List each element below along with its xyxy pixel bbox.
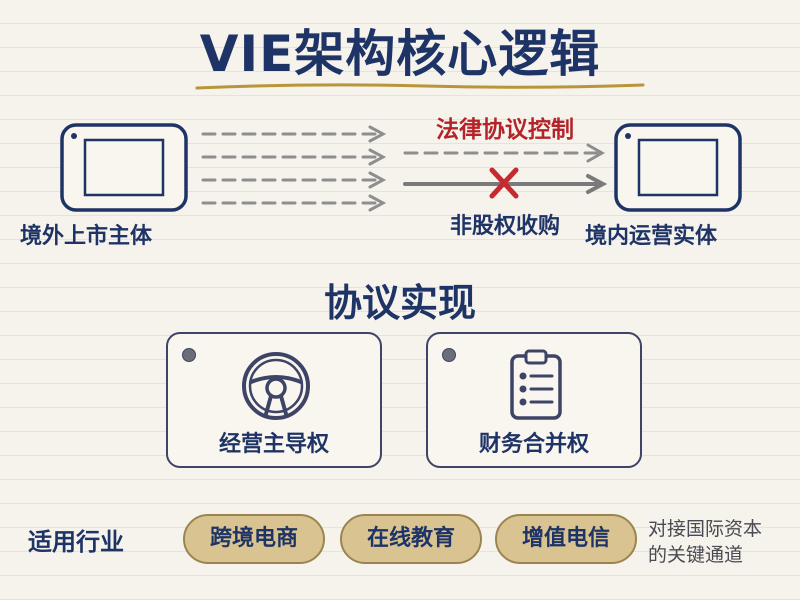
industries-label: 适用行业 [28, 528, 124, 556]
card-label: 经营主导权 [218, 432, 329, 457]
card-dot [442, 348, 456, 362]
clipboard-checklist-icon [510, 349, 562, 420]
card-dot [182, 348, 196, 362]
card-financial-consolidation: 财务合并权 [426, 332, 642, 468]
industry-pill-online-education: 在线教育 [340, 514, 482, 564]
industry-pill-value-added-telecom: 增值电信 [495, 514, 637, 564]
card-label: 财务合并权 [478, 432, 589, 457]
side-note-line-2: 的关键通道 [648, 544, 744, 566]
tablet-icon [60, 123, 188, 212]
legal-control-label: 法律协议控制 [436, 117, 574, 143]
tablet-icon [614, 123, 742, 212]
title-underline [195, 83, 645, 90]
dashed-arrows-left [201, 125, 387, 212]
page-title: VIE架构核心逻辑 [199, 25, 601, 83]
section-title: 协议实现 [323, 281, 476, 325]
industry-pill-cross-border-ecommerce: 跨境电商 [183, 514, 325, 564]
x-mark-icon [489, 167, 519, 199]
offshore-entity-label: 境外上市主体 [20, 224, 153, 249]
domestic-entity-label: 境内运营实体 [585, 224, 718, 249]
side-note: 对接国际资本 的关键通道 [648, 516, 796, 568]
non-equity-label: 非股权收购 [449, 214, 560, 239]
card-operational-control: 经营主导权 [166, 332, 382, 468]
side-note-line-1: 对接国际资本 [648, 518, 763, 540]
steering-wheel-icon [242, 352, 310, 420]
legal-control-arrow [403, 143, 606, 163]
vie-flow-diagram [60, 123, 742, 212]
